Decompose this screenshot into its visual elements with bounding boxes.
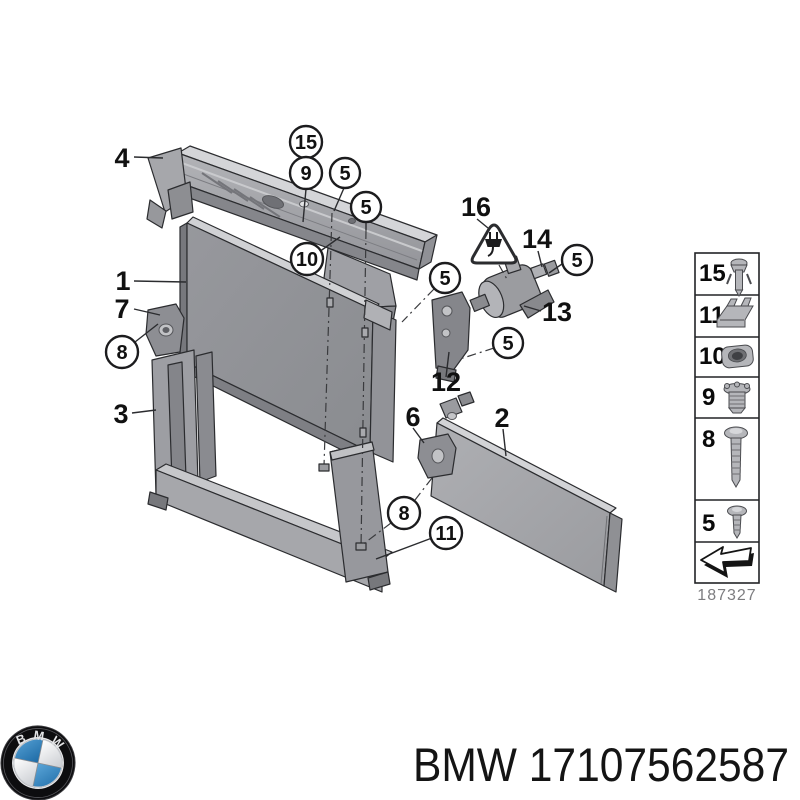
bracket-12-part xyxy=(431,291,471,383)
legend-row-11: 11 xyxy=(699,297,754,329)
legend-row-9: 9 xyxy=(702,381,751,414)
clip-nut-icon xyxy=(716,297,754,328)
part-label-1: 1 xyxy=(115,266,130,296)
callout-circle-5a: 5 xyxy=(328,156,362,190)
part-number-text: BMW 17107562587 xyxy=(413,738,789,791)
callout-circle-8a: 8 xyxy=(104,334,140,370)
svg-text:8: 8 xyxy=(398,503,409,525)
callout-circle-9: 9 xyxy=(288,155,324,191)
part-label-2: 2 xyxy=(494,403,509,433)
callout-circle-10: 10 xyxy=(289,241,325,277)
circled-callouts: 15 9 5 5 10 8 5 5 5 8 11 xyxy=(104,124,594,551)
svg-text:5: 5 xyxy=(339,163,350,185)
expanding-rivet-icon xyxy=(723,381,751,414)
connector-14-part xyxy=(530,259,560,280)
callout-circle-11: 11 xyxy=(428,515,464,551)
pump-13-part xyxy=(469,255,555,319)
part-label-14: 14 xyxy=(522,224,552,254)
legend-panel: 15 11 10 xyxy=(694,252,760,604)
svg-text:5: 5 xyxy=(702,510,715,537)
svg-text:10: 10 xyxy=(296,249,318,271)
part-label-3: 3 xyxy=(113,399,128,429)
condenser-part xyxy=(430,391,623,593)
bracket-7-part xyxy=(145,303,185,357)
legend-row-8: 8 xyxy=(702,426,748,489)
svg-text:5: 5 xyxy=(502,333,513,355)
legend-row-15: 15 xyxy=(699,258,752,297)
part-label-12: 12 xyxy=(431,367,461,397)
radiator-part xyxy=(179,216,397,464)
expansion-rivet-icon xyxy=(726,258,752,297)
svg-text:8: 8 xyxy=(116,342,127,364)
part-label-7: 7 xyxy=(114,294,129,324)
part-labels: 4 1 7 3 16 14 13 12 6 2 xyxy=(113,143,572,433)
short-screw-icon xyxy=(727,505,747,539)
callout-circle-8b: 8 xyxy=(386,495,422,531)
svg-text:15: 15 xyxy=(295,132,317,154)
drawing-number: 187327 xyxy=(697,587,756,604)
callout-circle-15: 15 xyxy=(288,124,324,160)
part-label-16: 16 xyxy=(461,192,491,222)
part-label-4: 4 xyxy=(114,143,129,173)
legend-row-5: 5 xyxy=(702,505,747,539)
svg-text:9: 9 xyxy=(300,163,311,185)
flange-nut-icon xyxy=(721,344,754,369)
svg-text:5: 5 xyxy=(439,268,450,290)
bar-oval-hole xyxy=(261,195,285,209)
screw-axis-lines xyxy=(318,212,369,551)
long-screw-icon xyxy=(724,426,748,489)
leader-lines xyxy=(131,156,563,560)
bracket-6-part xyxy=(417,433,457,479)
svg-text:15: 15 xyxy=(699,260,726,287)
direction-arrow-icon xyxy=(700,546,754,578)
svg-text:11: 11 xyxy=(435,523,456,545)
svg-text:5: 5 xyxy=(360,197,371,219)
legend-row-10: 10 xyxy=(699,343,754,370)
callout-circle-5c: 5 xyxy=(428,261,462,295)
electrical-warning-icon xyxy=(470,223,518,265)
callout-circle-5e: 5 xyxy=(491,326,525,360)
bmw-logo: BMW xyxy=(0,723,76,800)
callout-circle-5b: 5 xyxy=(349,190,383,224)
svg-text:8: 8 xyxy=(702,426,715,453)
carrier-frame-part xyxy=(147,349,393,593)
callout-circle-5d: 5 xyxy=(560,243,594,277)
part-label-6: 6 xyxy=(405,402,420,432)
svg-text:5: 5 xyxy=(571,250,582,272)
part-label-13: 13 xyxy=(542,297,572,327)
svg-text:10: 10 xyxy=(699,343,726,370)
svg-text:9: 9 xyxy=(702,384,715,411)
bmw-roundel-quadrants xyxy=(13,738,63,788)
